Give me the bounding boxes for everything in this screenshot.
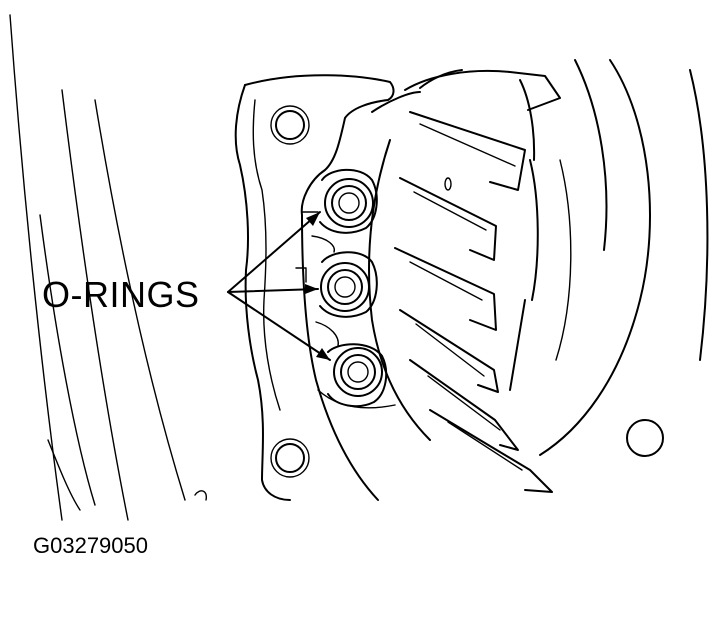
leader-arrows: [227, 211, 331, 361]
o-ring-top: [319, 168, 378, 234]
bolt-hole-top: [270, 105, 310, 145]
bolt-hole-right: [626, 419, 664, 457]
o-ring-bottom: [327, 343, 388, 408]
o-rings-label: O-RINGS: [42, 274, 200, 315]
gear-splines: [394, 69, 561, 493]
ring-arcs: [368, 59, 709, 456]
background-lines: [9, 14, 208, 521]
bolt-hole-bottom: [270, 438, 310, 478]
housing-outline: [234, 69, 463, 501]
figure-id: G03279050: [33, 533, 148, 558]
boss-connectors: [295, 211, 396, 409]
